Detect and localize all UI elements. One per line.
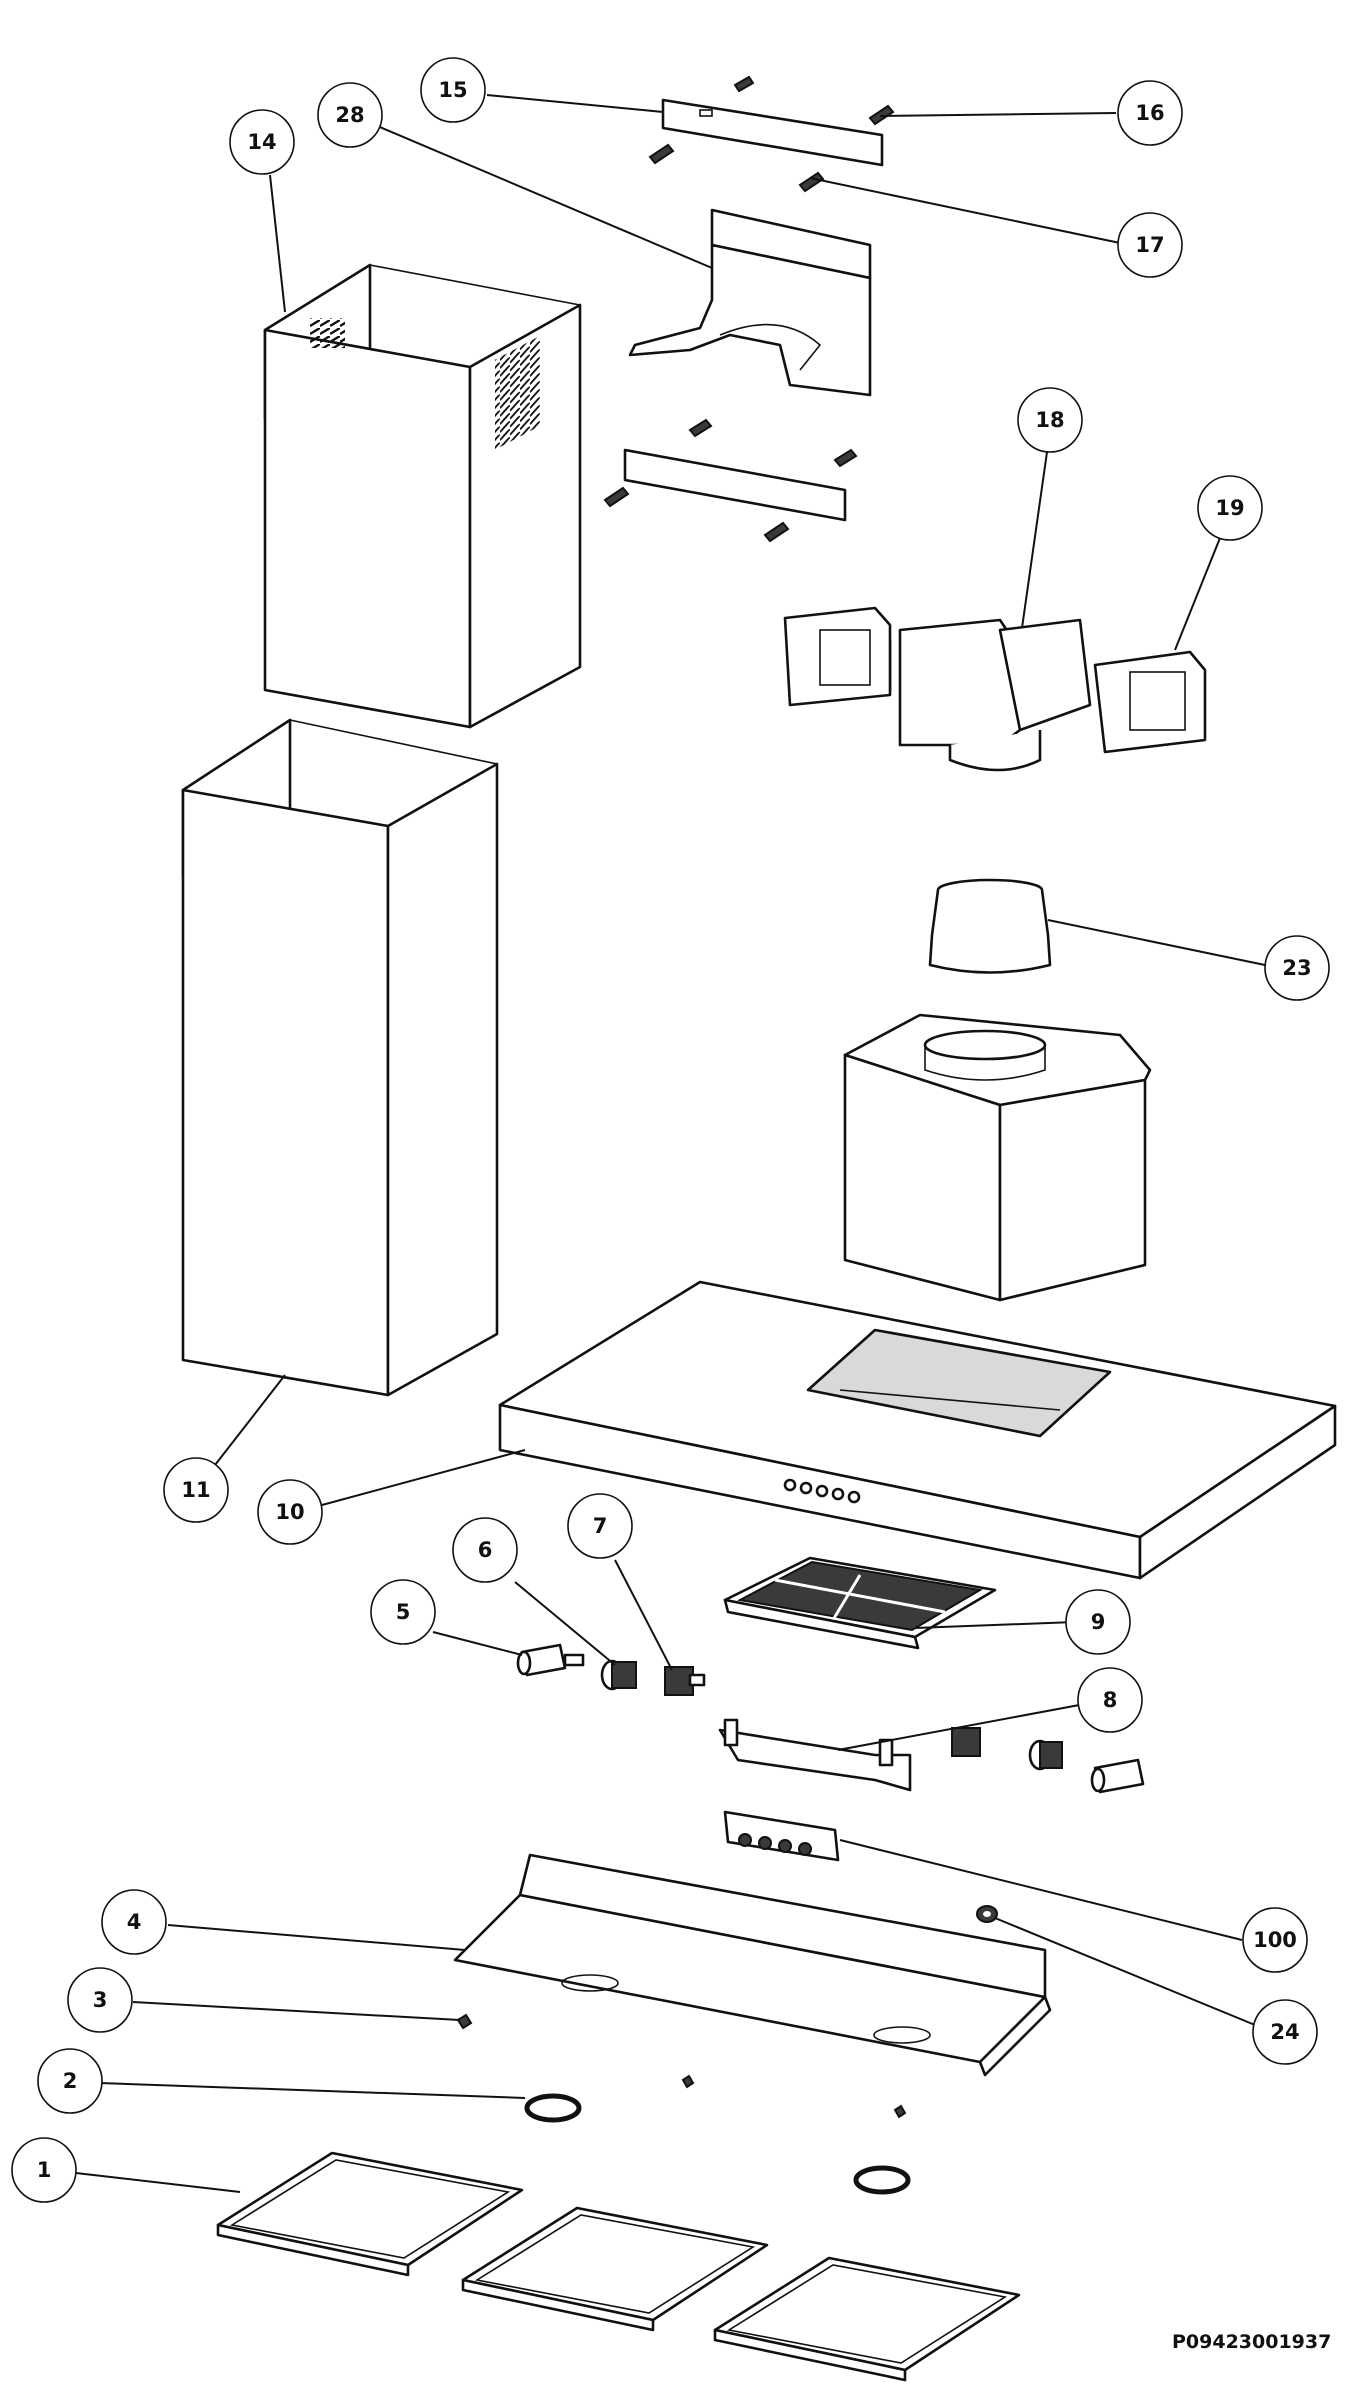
callout-10-label: 10 [275, 1500, 304, 1524]
screws-part-3 [456, 2013, 907, 2119]
duct-adapter-left [783, 606, 892, 707]
grease-filter-part-1-c [713, 2256, 1021, 2382]
callout-3-label: 3 [93, 1988, 108, 2012]
callout-4: 4 [101, 1889, 167, 1955]
lamp-ring-part-2 [524, 2093, 911, 2195]
control-bracket-part-8 [718, 1718, 1145, 1794]
knob-part-5 [516, 1643, 585, 1677]
callout-28: 28 [317, 82, 383, 148]
callout-17: 17 [1117, 212, 1183, 278]
upper-chimney-part-14 [263, 263, 582, 729]
charcoal-filter-part-9 [723, 1556, 997, 1650]
callout-9: 9 [1065, 1589, 1131, 1655]
callout-100-label: 100 [1253, 1928, 1297, 1952]
callout-6-label: 6 [478, 1538, 493, 1562]
duct-adapter-part-19 [1093, 650, 1207, 754]
callout-14-label: 14 [247, 130, 276, 154]
grease-filter-part-1-b [461, 2206, 769, 2332]
callout-4-label: 4 [127, 1910, 142, 1934]
lower-chimney-part-11 [181, 718, 499, 1397]
screw-part-17 [648, 143, 825, 193]
motor-housing [843, 1013, 1152, 1302]
callout-18: 18 [1017, 387, 1083, 453]
leader-lines [75, 94, 1266, 2193]
switch-part-7 [664, 1666, 706, 1696]
callout-8-label: 8 [1103, 1688, 1118, 1712]
callout-5: 5 [370, 1579, 436, 1645]
callout-9-label: 9 [1091, 1610, 1106, 1634]
callout-16-label: 16 [1135, 101, 1164, 125]
callout-24-label: 24 [1270, 2020, 1299, 2044]
callout-8: 8 [1077, 1667, 1143, 1733]
callout-3: 3 [67, 1967, 133, 2033]
callout-16: 16 [1117, 80, 1183, 146]
grease-filter-part-1-a [216, 2151, 524, 2277]
electronic-module-part-100 [723, 1810, 840, 1862]
switch-assembly-right [951, 1727, 1145, 1794]
callout-2: 2 [37, 2048, 103, 2114]
callout-24: 24 [1252, 1999, 1318, 2065]
callout-15-label: 15 [438, 78, 467, 102]
callout-19: 19 [1197, 475, 1263, 541]
callout-23-label: 23 [1282, 956, 1311, 980]
callout-11: 11 [163, 1457, 229, 1523]
callout-5-label: 5 [396, 1600, 411, 1624]
callout-6: 6 [452, 1517, 518, 1583]
callout-23: 23 [1264, 935, 1330, 1001]
hood-canopy-part-10 [498, 1280, 1337, 1580]
callout-10: 10 [257, 1479, 323, 1545]
duct-collar-part-23 [928, 878, 1052, 974]
drawing-code: P09423001937 [1172, 2331, 1331, 2353]
callout-7-label: 7 [593, 1514, 608, 1538]
callout-19-label: 19 [1215, 496, 1244, 520]
upper-bracket-part-15 [661, 98, 884, 167]
callout-15: 15 [420, 57, 486, 123]
callout-2-label: 2 [63, 2069, 78, 2093]
callout-100: 100 [1242, 1907, 1308, 1973]
callout-18-label: 18 [1035, 408, 1064, 432]
callout-7: 7 [567, 1493, 633, 1559]
callout-1-label: 1 [37, 2158, 52, 2182]
callout-14: 14 [229, 109, 295, 175]
callout-11-label: 11 [181, 1478, 210, 1502]
lower-bracket [603, 418, 858, 543]
control-buttons [783, 1478, 861, 1504]
mounting-bracket-part-28 [628, 208, 872, 397]
grommet-part-24 [976, 1905, 998, 1923]
callout-28-label: 28 [335, 103, 364, 127]
bottom-plate-part-4 [453, 1853, 1052, 2077]
callout-1: 1 [11, 2137, 77, 2203]
callout-17-label: 17 [1135, 233, 1164, 257]
button-part-6 [600, 1659, 637, 1691]
